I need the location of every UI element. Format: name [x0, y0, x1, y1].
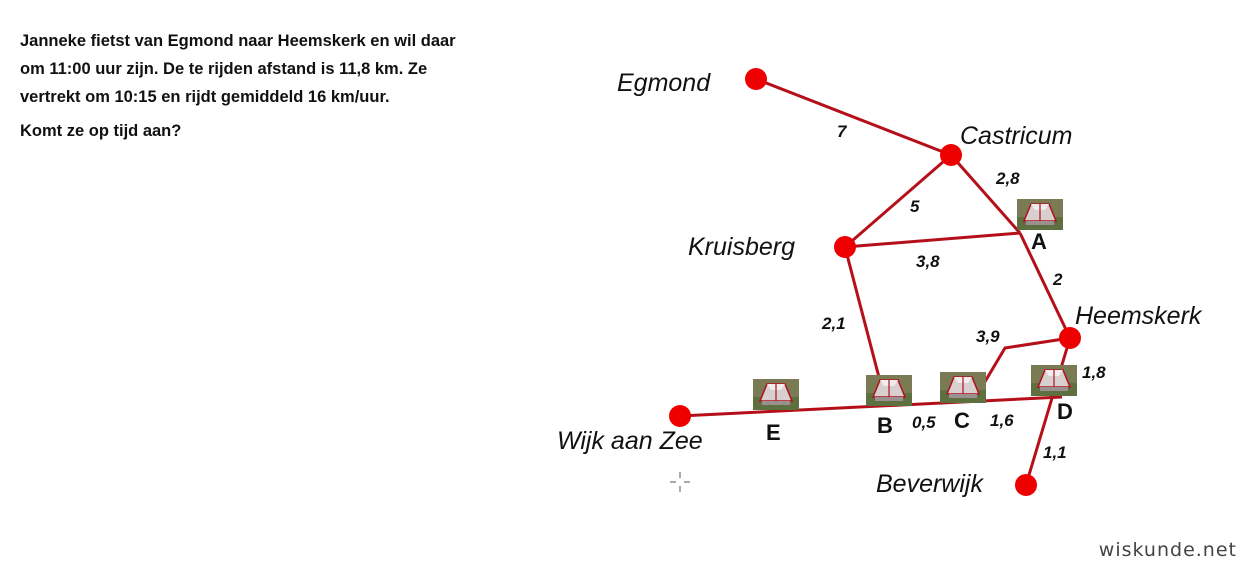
label-beverwijk: Beverwijk: [876, 470, 984, 498]
road-heemskerk-beverwijk: [1024, 337, 1072, 486]
tollhouse-b-icon: [865, 374, 913, 407]
crosshair-cursor-icon: [670, 472, 690, 492]
road-castricum-kruisberg: [844, 153, 952, 249]
distance-castricum-kruisberg: 5: [910, 197, 920, 216]
label-egmond: Egmond: [617, 69, 711, 97]
label-point-e: E: [766, 420, 781, 445]
label-kruisberg: Kruisberg: [688, 233, 795, 261]
label-castricum: Castricum: [960, 122, 1073, 150]
label-point-a: A: [1031, 229, 1047, 254]
question-ask: Komt ze op tijd aan?: [20, 122, 182, 140]
label-heemskerk: Heemskerk: [1075, 302, 1203, 330]
road-a-heemskerk: [1018, 232, 1072, 339]
watermark: wiskunde.net: [1098, 539, 1237, 561]
distance-kruisberg-b: 2,1: [821, 314, 846, 333]
label-point-b: B: [877, 413, 893, 438]
label-point-d: D: [1057, 399, 1073, 424]
distance-kruisberg-a: 3,8: [916, 252, 940, 271]
question-line-2: om 11:00 uur zijn. De te rijden afstand …: [20, 60, 428, 78]
town-kruisberg: [834, 236, 856, 258]
tollhouse-a-icon: [1016, 198, 1064, 231]
distance-a-heemskerk: 2: [1052, 270, 1063, 289]
tollhouse-c-icon: [939, 371, 987, 404]
town-egmond: [745, 68, 767, 90]
distance-b-c: 0,5: [912, 413, 936, 432]
distance-d-beverwijk: 1,1: [1043, 443, 1067, 462]
distance-egmond-castricum: 7: [837, 122, 848, 141]
road-kruisberg-a: [844, 231, 1021, 249]
question-text: Janneke fietst van Egmond naar Heemskerk…: [20, 27, 540, 145]
question-line-1: Janneke fietst van Egmond naar Heemskerk…: [20, 32, 456, 50]
distance-heemskerk-d: 1,8: [1082, 363, 1106, 382]
road-kruisberg-b: [843, 246, 883, 386]
town-castricum: [940, 144, 962, 166]
tollhouse-d-icon: [1030, 364, 1078, 397]
distance-castricum-a: 2,8: [995, 169, 1020, 188]
road-c-heemskerk: [978, 336, 1071, 391]
distance-c-heemskerk: 3,9: [976, 327, 1000, 346]
town-heemskerk: [1059, 327, 1081, 349]
town-wijk-aan-zee: [669, 405, 691, 427]
road-egmond-castricum: [755, 77, 952, 157]
tollhouse-e-icon: [752, 378, 800, 411]
question-line-3: vertrekt om 10:15 en rijdt gemiddeld 16 …: [20, 88, 390, 106]
road-wijkaanzee-d: [679, 395, 1063, 418]
label-wijk-aan-zee: Wijk aan Zee: [557, 427, 703, 455]
road-castricum-a: [949, 154, 1022, 234]
label-point-c: C: [954, 408, 970, 433]
distance-c-d: 1,6: [990, 411, 1014, 430]
town-beverwijk: [1015, 474, 1037, 496]
